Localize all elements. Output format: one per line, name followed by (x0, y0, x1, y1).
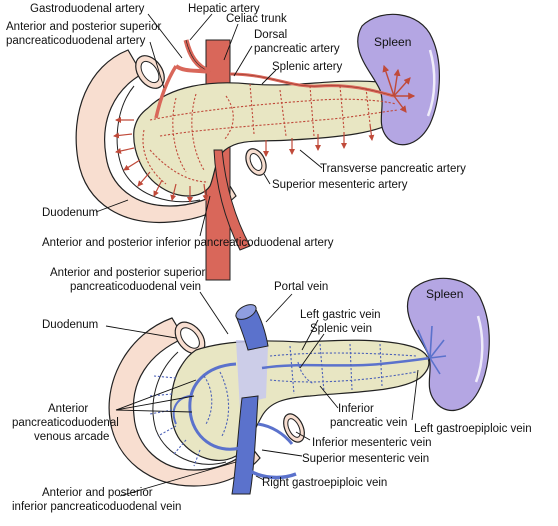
label-ant-post-inf-pd-vein-1: Anterior and posterior (42, 487, 153, 499)
gastroduodenal-artery-vessel (154, 65, 178, 119)
label-superior-mesenteric-artery: Superior mesenteric artery (272, 179, 408, 191)
label-hepatic-artery: Hepatic artery (188, 3, 260, 15)
label-dorsal-pancreatic-artery-2: pancreatic artery (254, 43, 340, 55)
label-left-gastroepiploic-vein: Left gastroepiploic vein (414, 423, 532, 435)
label-spleen-top: Spleen (374, 35, 411, 49)
label-left-gastric-vein: Left gastric vein (300, 309, 381, 321)
label-anterior-arcade-3: venous arcade (34, 431, 109, 443)
label-celiac-trunk: Celiac trunk (226, 13, 287, 25)
label-inferior-pancreatic-vein-2: pancreatic vein (330, 417, 407, 429)
label-inferior-pancreatic-vein-1: Inferior (338, 403, 374, 415)
superior-mesenteric-artery-vessel (213, 149, 251, 251)
label-splenic-vein: Splenic vein (310, 323, 372, 335)
pancreas-top (133, 80, 407, 197)
leader-lines-top (95, 13, 323, 237)
leader-lines-bottom (105, 291, 419, 497)
splenic-hilum-branches (382, 64, 416, 113)
label-duodenum-top: Duodenum (42, 207, 98, 219)
transverse-pancreatic-arrows (263, 123, 375, 157)
splenic-vein-vessel (261, 356, 431, 370)
label-anterior-arcade-1: Anterior (48, 403, 88, 415)
pancreatic-arterial-network (142, 83, 399, 185)
superior-mesenteric-vein-vessel (231, 395, 259, 495)
duodenum-bottom (108, 317, 261, 487)
label-inferior-mesenteric-vein: Inferior mesenteric vein (312, 437, 432, 449)
label-ant-post-sup-pd-vein-2: pancreaticoduodenal vein (70, 281, 201, 293)
arterial-supply-diagram: Gastroduodenal artery Hepatic artery Cel… (6, 3, 466, 281)
label-anterior-arcade-2: pancreaticoduodenal (12, 417, 119, 429)
splenic-hilum-veins (417, 325, 447, 375)
pancreatic-venous-network (203, 343, 417, 437)
label-ant-post-sup-pd-vein-1: Anterior and posterior superior (50, 267, 205, 279)
spleen-top (357, 13, 440, 146)
label-ant-post-inf-pd-artery: Anterior and posterior inferior pancreat… (42, 237, 334, 249)
label-splenic-artery: Splenic artery (272, 61, 343, 73)
venous-drainage-diagram: Anterior and posterior superior pancreat… (12, 267, 532, 513)
label-ant-post-sup-pd-artery-2: pancreaticoduodenal artery (6, 35, 146, 47)
duodenal-venules (149, 375, 201, 467)
label-dorsal-pancreatic-artery-1: Dorsal (254, 29, 287, 41)
label-portal-vein: Portal vein (274, 281, 328, 293)
label-right-gastroepiploic-vein: Right gastroepiploic vein (262, 477, 387, 489)
pd-arcade-arrows (113, 117, 209, 203)
anterior-pd-venous-arcade (188, 362, 241, 451)
label-gastroduodenal-artery: Gastroduodenal artery (30, 3, 145, 15)
label-ant-post-inf-pd-vein-2: inferior pancreaticoduodenal vein (12, 501, 181, 513)
duodenum-top (75, 49, 237, 224)
label-ant-post-sup-pd-artery-1: Anterior and posterior superior (6, 21, 161, 33)
pancreas-bottom (170, 339, 430, 461)
label-spleen-bottom: Spleen (426, 287, 463, 301)
label-superior-mesenteric-vein: Superior mesenteric vein (302, 453, 429, 465)
label-duodenum-bottom: Duodenum (42, 319, 98, 331)
label-transverse-pancreatic-artery: Transverse pancreatic artery (320, 163, 466, 175)
